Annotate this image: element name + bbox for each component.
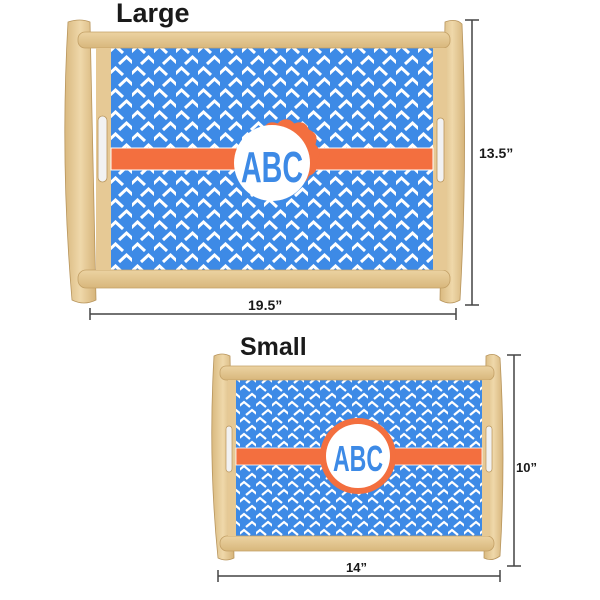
large-width-value: 19.5” bbox=[248, 297, 283, 313]
large-tray-left-side bbox=[64, 19, 97, 304]
small-tray-right-handle bbox=[485, 425, 493, 473]
small-size-label: Small bbox=[240, 333, 307, 361]
small-monogram-text: ABC bbox=[333, 438, 383, 479]
large-tray-bottom-rail bbox=[77, 269, 451, 289]
small-height-value: 10” bbox=[516, 460, 537, 475]
large-tray-left-handle bbox=[97, 115, 108, 183]
small-tray-bottom-rail bbox=[219, 535, 495, 552]
large-width-dimension bbox=[89, 308, 457, 320]
small-width-value: 14” bbox=[346, 560, 367, 575]
large-monogram-circle bbox=[234, 125, 310, 201]
small-width-dimension bbox=[217, 570, 501, 582]
large-tray-right-handle bbox=[436, 117, 445, 183]
small-tray: ABC bbox=[211, 353, 504, 561]
small-tray-left-handle bbox=[225, 425, 233, 473]
large-tray: ABC bbox=[64, 19, 465, 304]
small-height-dimension bbox=[507, 354, 521, 567]
small-monogram-circle bbox=[326, 424, 390, 488]
large-height-value: 13.5” bbox=[479, 145, 514, 161]
small-tray-top-rail bbox=[219, 365, 495, 381]
large-height-dimension bbox=[465, 19, 479, 306]
large-tray-top-rail bbox=[77, 31, 451, 49]
large-monogram-text: ABC bbox=[241, 143, 303, 192]
large-size-label: Large bbox=[116, 0, 190, 28]
